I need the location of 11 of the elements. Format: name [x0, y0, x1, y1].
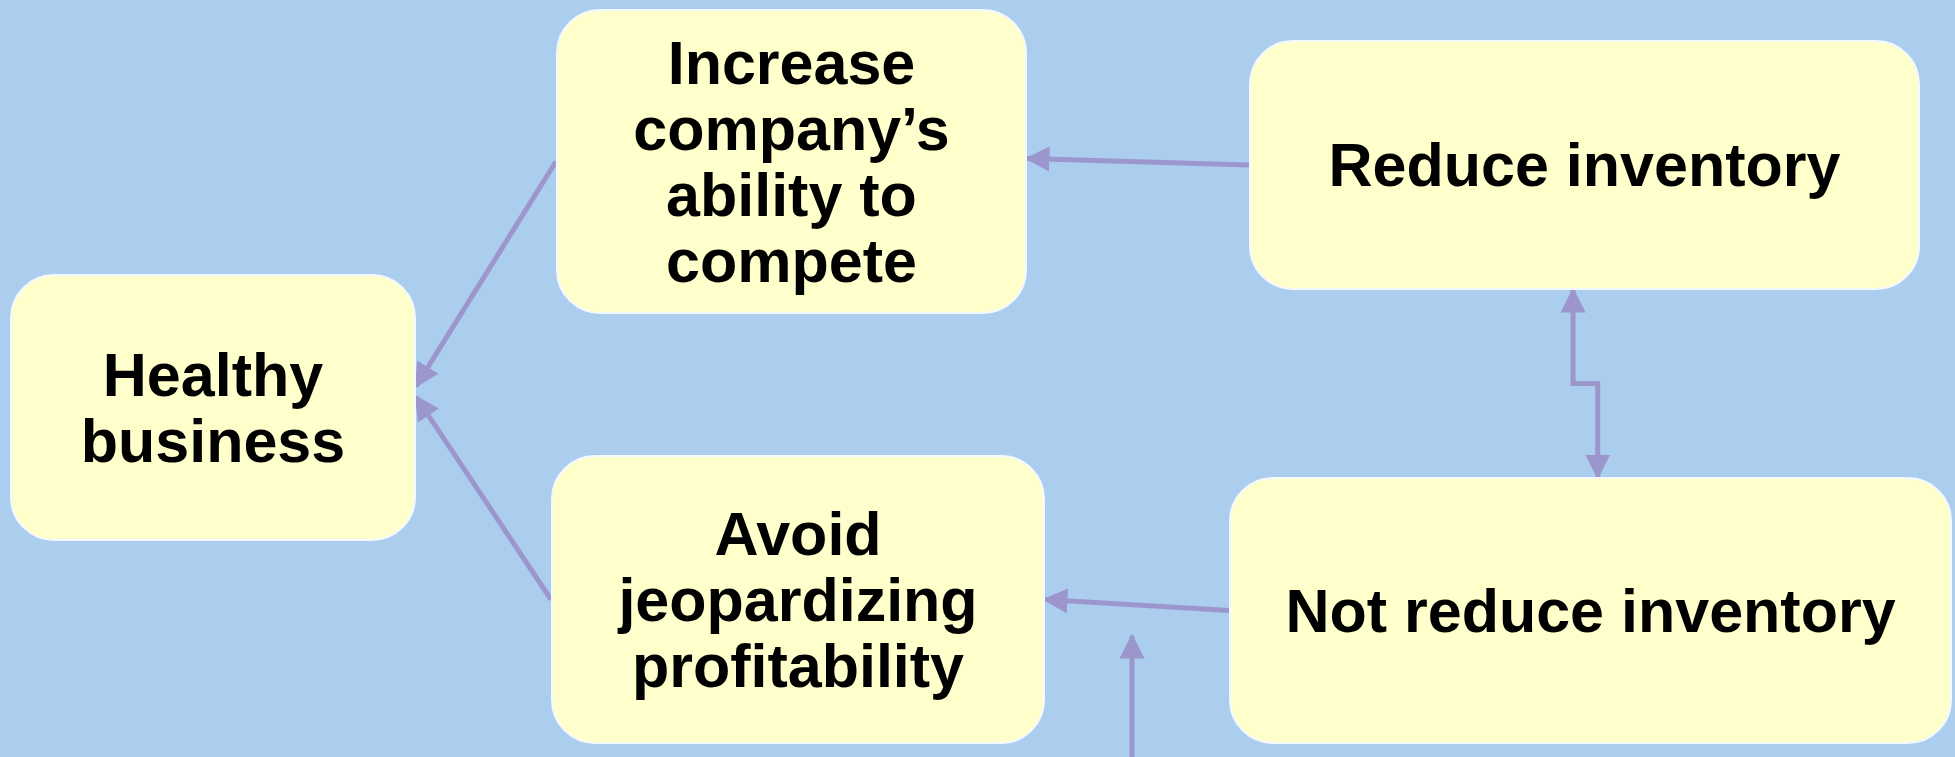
rounded-box [10, 274, 416, 541]
rounded-box [556, 9, 1027, 314]
node-label: Increase company’s ability to compete [632, 29, 951, 294]
node-label: Not reduce inventory [1284, 577, 1897, 644]
node-label: Reduce inventory [1327, 132, 1842, 198]
node-label: Healthy business [79, 341, 347, 474]
rounded-box [1249, 40, 1920, 290]
rounded-box [551, 455, 1045, 744]
node-label: Avoid jeopardizing profitability [616, 500, 979, 699]
rounded-box [1229, 477, 1952, 744]
arrow [1560, 287, 1611, 480]
